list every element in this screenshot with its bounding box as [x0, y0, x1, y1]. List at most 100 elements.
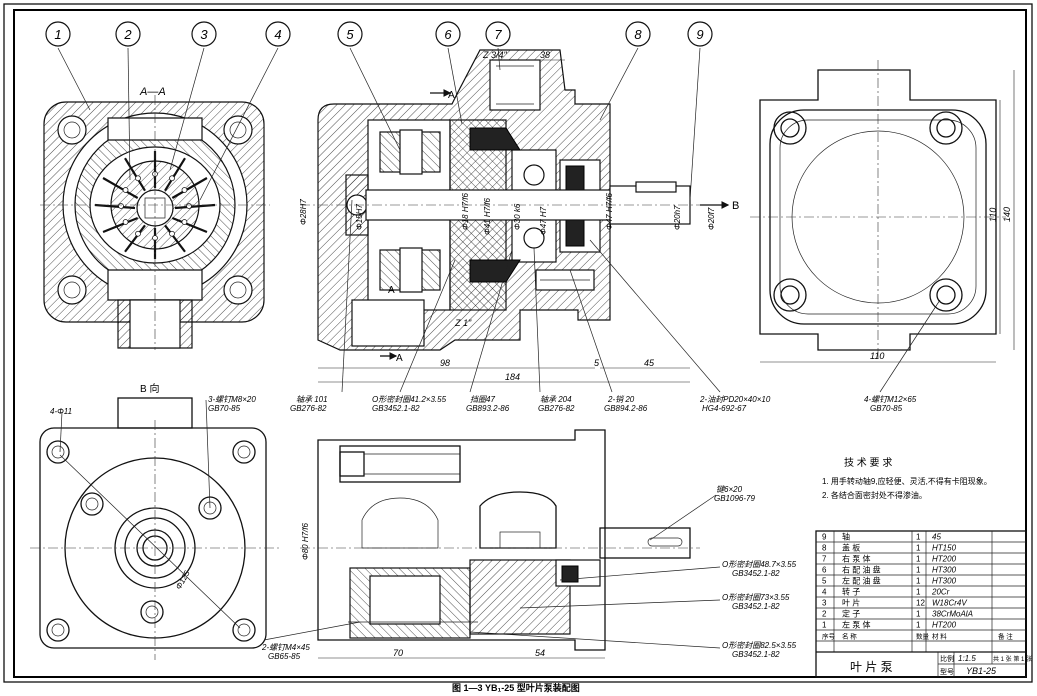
vane-slot [186, 203, 192, 209]
table-cell-no: 6 [822, 566, 827, 575]
callout-oring-73-std: GB3452.1-82 [732, 602, 780, 611]
callout-oring-48: O形密封圈48.7×3.55 [722, 560, 797, 569]
vane-slot [122, 187, 129, 193]
svg-text:7: 7 [494, 27, 502, 42]
part-balloons: 1 2 3 4 5 6 7 8 9 [45, 21, 713, 47]
dim-phi125: Φ125 [174, 569, 192, 591]
table-cell-qty: 1 [916, 566, 921, 575]
arrow-a-bot: A [396, 353, 403, 364]
svg-text:2: 2 [123, 27, 132, 42]
table-cell-no: 2 [822, 610, 827, 619]
tech-title: 技 术 要 求 [844, 456, 892, 469]
sheet-frame [3, 3, 1033, 683]
table-header-qty: 数量 [916, 632, 930, 641]
callout-oil-seal-std: HG4-692-67 [702, 404, 747, 413]
table-cell-name: 定 子 [842, 609, 860, 619]
dim-140-vertical: 140 [1002, 207, 1012, 222]
front-view: Φ80 H7/f6 70 54 [300, 429, 700, 659]
table-cell-name: 右 配 油 盘 [842, 565, 881, 575]
tech-item-2: 2. 各结合面密封处不得渗油。 [822, 490, 927, 500]
callout-pin-20-std: GB894.2-86 [604, 404, 648, 413]
vane-slot [169, 175, 175, 182]
vane [174, 203, 216, 210]
balloon-8: 8 [625, 21, 651, 47]
table-cell-no: 8 [822, 544, 827, 553]
scale-value: 1:1.5 [958, 654, 976, 663]
table-cell-qty: 1 [916, 533, 921, 542]
dim-phi15: Φ15H7 [355, 204, 364, 230]
table-cell-qty: 1 [916, 610, 921, 619]
vane-slot [135, 230, 141, 237]
table-cell-name: 盖 板 [842, 543, 860, 553]
dim-110-horizontal: 110 [870, 351, 884, 361]
vane-slot [118, 203, 124, 209]
balloon-4: 4 [265, 21, 291, 47]
table-cell-qty: 1 [916, 588, 921, 597]
balloon-5: 5 [337, 21, 363, 47]
vane-slot [135, 175, 141, 182]
dim-phi20b: Φ20f7 [707, 207, 716, 230]
table-cell-mat: HT200 [932, 555, 957, 564]
sheet-count: 共 1 张 第 1 张 [993, 655, 1032, 663]
table-header-note: 备 注 [998, 632, 1013, 641]
dim-phi28: Φ28H7 [299, 199, 308, 225]
dim-184: 184 [505, 372, 520, 382]
main-section-view: A A A B 38 Z 3/4" Z 1" 98 184 5 45 Φ28H7… [299, 49, 739, 383]
svg-text:8: 8 [634, 27, 642, 42]
svg-text:5: 5 [346, 27, 354, 42]
leader-lines [57, 47, 941, 649]
table-cell-mat: 38CrMoAlA [932, 610, 973, 619]
callout-bearing-101: 轴承 101 [296, 395, 328, 404]
dim-54: 54 [535, 648, 545, 658]
callout-bearing-204: 轴承 204 [540, 395, 572, 404]
callout-screw-m4: 2-螺钉M4×45 [261, 643, 310, 652]
table-cell-mat: 20Cr [931, 588, 950, 597]
callout-labels: 轴承 101 GB276-82 O形密封圈41.2×3.55 GB3452.1-… [50, 395, 917, 661]
table-cell-qty: 1 [916, 555, 921, 564]
model-value: YB1-25 [966, 666, 997, 676]
arrow-a-mid: A [388, 285, 395, 296]
drawing-border [13, 9, 1027, 678]
table-cell-no: 5 [822, 577, 827, 586]
callout-bearing-101-std: GB276-82 [290, 404, 327, 413]
table-cell-qty: 1 [916, 621, 921, 630]
dim-phi20: Φ20h7 [673, 205, 682, 230]
view-label: B 向 [140, 382, 159, 395]
callout-bearing-204-std: GB276-82 [538, 404, 575, 413]
callout-oring-82-std: GB3452.1-82 [732, 650, 780, 659]
table-cell-qty: 12 [916, 599, 925, 608]
vane [102, 216, 139, 234]
dim-45: 45 [644, 358, 655, 368]
svg-text:6: 6 [444, 27, 452, 42]
svg-text:3: 3 [200, 27, 208, 42]
vane [164, 224, 186, 253]
vane-slot [181, 219, 188, 225]
svg-text:4: 4 [274, 27, 281, 42]
title-block-title: 叶 片 泵 [850, 660, 893, 674]
vane-slot [169, 230, 175, 237]
dim-110-vertical: 110 [988, 208, 998, 222]
callout-key-std: GB1096-79 [714, 494, 755, 503]
dim-98: 98 [440, 358, 450, 368]
table-cell-mat: 45 [932, 533, 941, 542]
vane [164, 157, 186, 192]
table-cell-qty: 1 [916, 577, 921, 586]
callout-oring-73: O形密封圈73×3.55 [722, 593, 790, 602]
tech-item-1: 1. 用手转动轴9,应轻便、灵活,不得有卡阻现象。 [822, 476, 992, 486]
callout-oring-41-std: GB3452.1-82 [372, 404, 420, 413]
table-cell-mat: HT300 [932, 566, 957, 575]
callout-retainer-47-std: GB893.2-86 [466, 404, 510, 413]
callout-retainer-47: 挡圈47 [470, 395, 495, 404]
dim-5: 5 [594, 358, 600, 368]
table-cell-mat: HT300 [932, 577, 957, 586]
dim-phi47: Φ47 H7 [539, 206, 548, 235]
vane [171, 177, 208, 199]
balloon-1: 1 [45, 21, 71, 47]
svg-text:1: 1 [54, 27, 61, 42]
table-cell-name: 轴 [842, 532, 850, 542]
table-cell-no: 9 [822, 533, 827, 542]
dim-38: 38 [540, 50, 550, 60]
section-view-a-a: A—A [40, 86, 270, 350]
vane [171, 216, 208, 234]
